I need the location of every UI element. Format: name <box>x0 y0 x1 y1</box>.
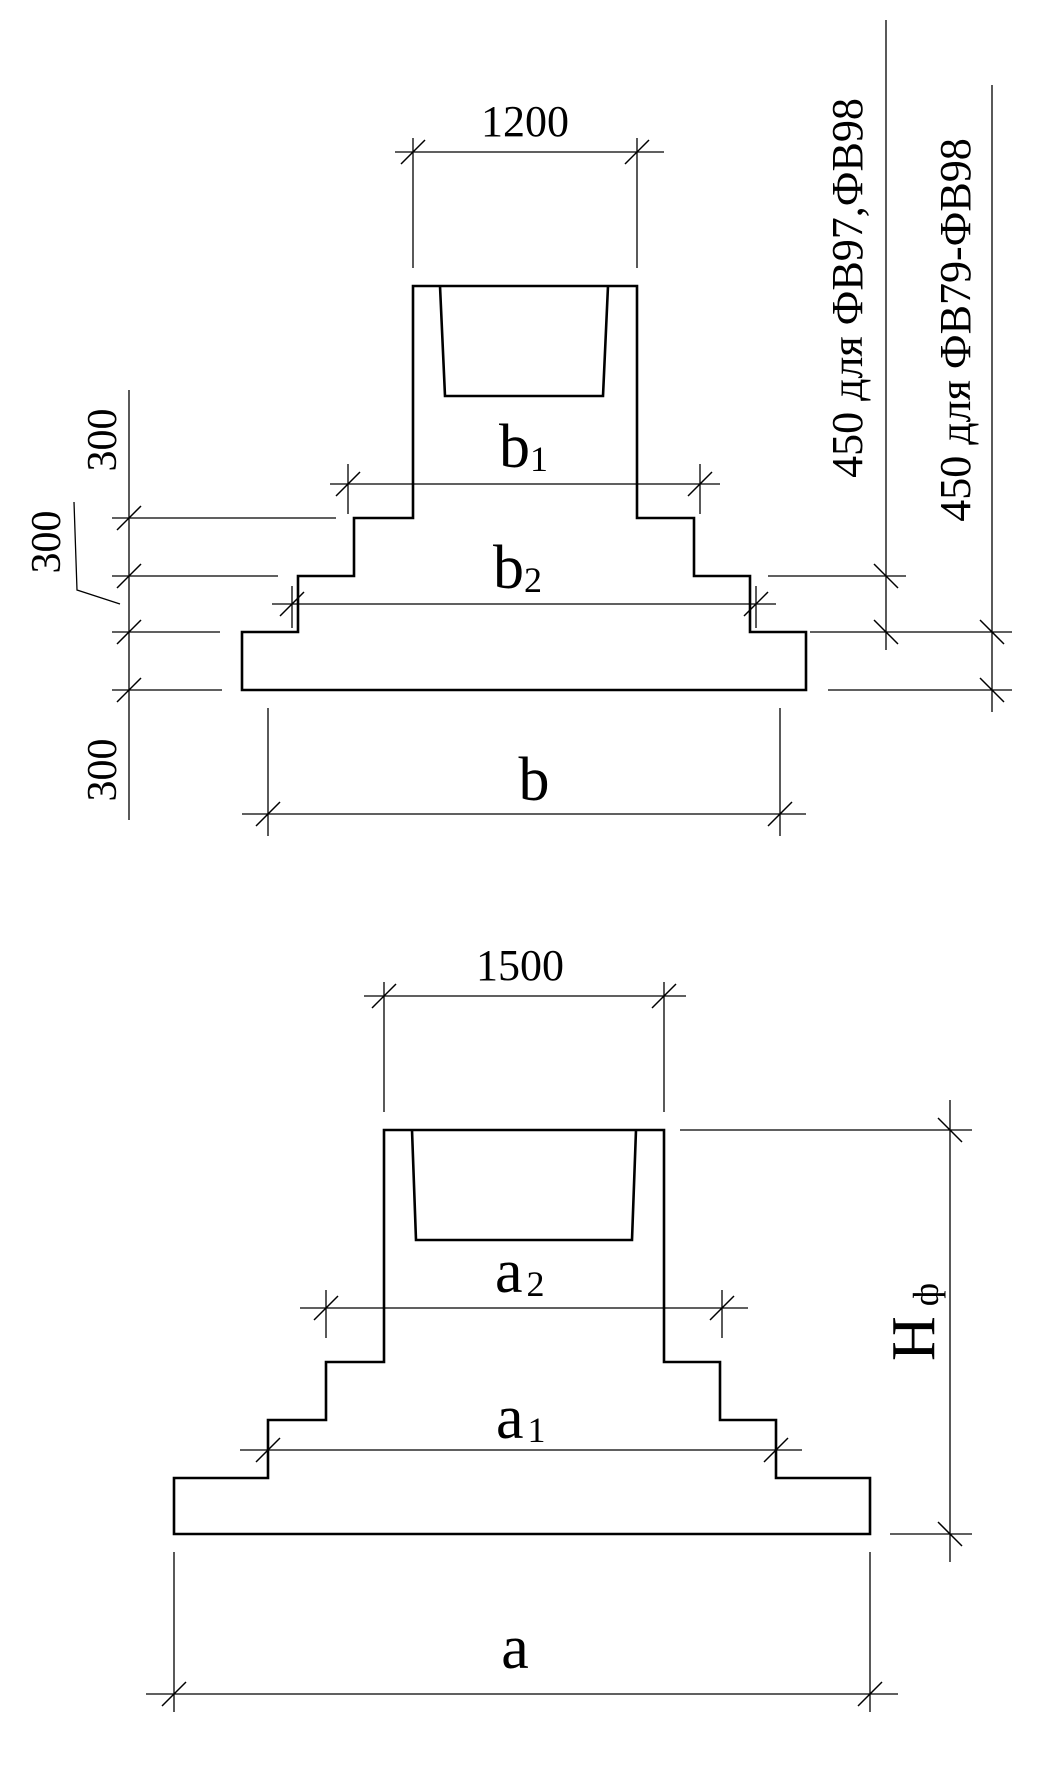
dim-a-base: a <box>146 1552 898 1712</box>
dim-b2: b2 <box>272 534 776 628</box>
label-b-height-top: 300 <box>80 409 126 472</box>
dim-b-left-heights: 300 300 300 <box>24 390 336 820</box>
label-b-top-width: 1200 <box>481 97 569 146</box>
label-b-height-mid: 300 <box>24 511 70 574</box>
label-b-height-base: 300 <box>80 739 126 802</box>
dim-b1: b1 <box>330 413 720 514</box>
label-a-top-width: 1500 <box>476 941 564 990</box>
section-a-outline <box>172 1128 872 1536</box>
section-b-view: 1200 b1 b2 <box>24 20 1012 836</box>
label-a-height: Hф <box>880 1283 948 1361</box>
label-b1: b1 <box>499 413 548 481</box>
section-b-outline <box>240 284 808 692</box>
note-b-right-2: 450 для ФВ79-ФВ98 <box>931 138 980 521</box>
section-b-socket <box>438 285 610 398</box>
note-b-right-1: 450 для ФВ97,ФВ98 <box>823 98 872 478</box>
label-b2: b2 <box>493 534 542 602</box>
dim-a-top-width: 1500 <box>364 941 686 1112</box>
label-a-base: a <box>501 1614 529 1682</box>
dim-b-base: b <box>242 708 806 836</box>
label-b-base: b <box>519 746 550 814</box>
dim-b-right-heights: 450 для ФВ97,ФВ98 450 для ФВ79-ФВ98 <box>768 20 1012 712</box>
dim-a-height: Hф <box>680 1100 972 1562</box>
section-a-socket <box>410 1129 638 1242</box>
dim-b-top-width: 1200 <box>395 97 664 268</box>
